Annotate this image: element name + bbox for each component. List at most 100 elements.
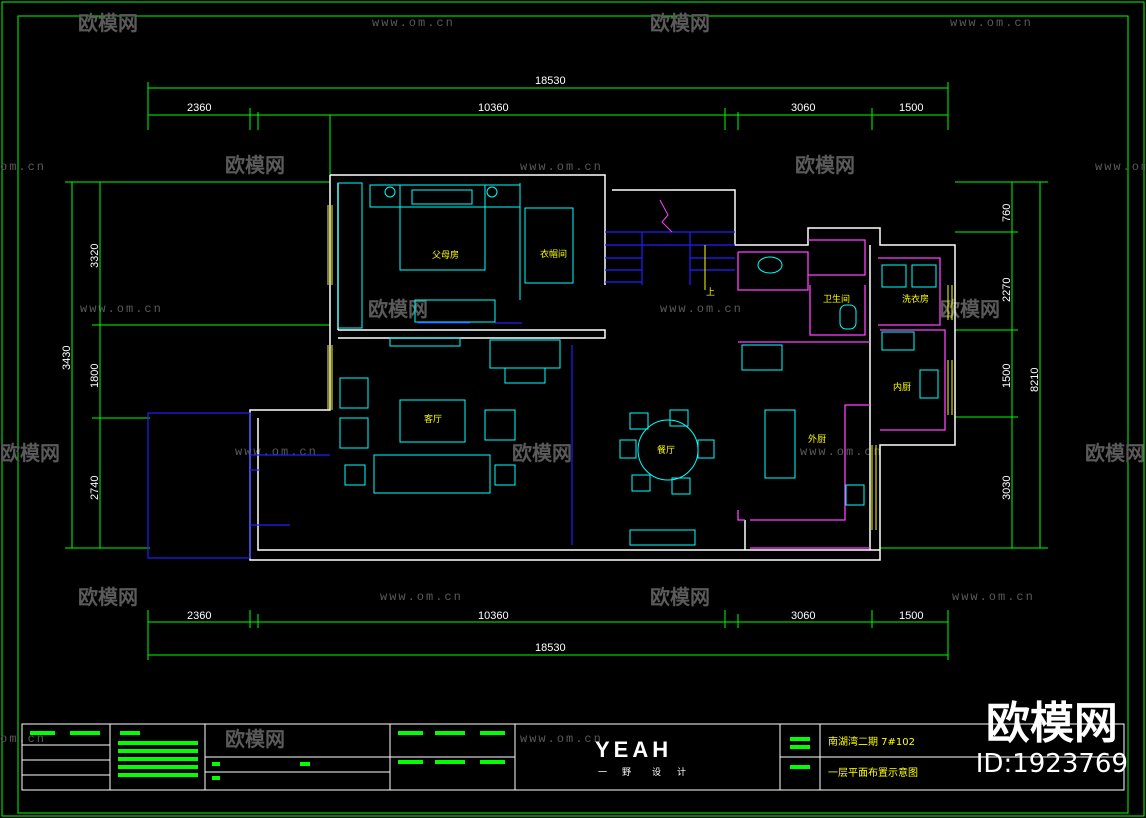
title-logo-sub: 一 <box>598 768 607 778</box>
pillows <box>411 189 473 205</box>
watermark-url: om.cn <box>0 160 46 174</box>
label-living-room: 客厅 <box>424 413 442 425</box>
dryer <box>911 264 937 288</box>
coffee-table <box>399 399 466 443</box>
watermark-brand: 欧模网 <box>795 153 855 177</box>
dim-bottom-seg: 3060 <box>791 610 815 622</box>
title-block <box>21 723 1125 791</box>
armchair <box>339 417 369 449</box>
dim-top-seg: 1500 <box>899 102 923 114</box>
dim-bottom-seg: 1500 <box>899 610 923 622</box>
dim-right-total: 8210 <box>1029 368 1041 392</box>
project-name: 南湖湾二期 7#102 <box>828 735 915 748</box>
label-dining-room: 餐厅 <box>657 444 675 456</box>
title-logo-sub: 计 <box>677 766 686 778</box>
cloakroom-shelf <box>524 207 574 284</box>
dim-bottom-total: 18530 <box>535 642 566 654</box>
dining-chair <box>631 474 651 492</box>
nightstand-lamp <box>384 186 396 198</box>
side-table <box>494 464 516 486</box>
fridge <box>741 344 783 371</box>
watermark-brand: 欧模网 <box>1085 441 1145 465</box>
wet-areas <box>737 239 946 549</box>
label-cloakroom: 衣帽间 <box>540 248 567 260</box>
watermark-brand: 欧模网 <box>940 297 1000 321</box>
inner-frame <box>17 15 1129 814</box>
watermark-brand: 欧模网 <box>368 297 428 321</box>
left-dimensions <box>65 181 330 549</box>
watermark-brand: 欧模网 <box>512 441 572 465</box>
watermark-url: www.om.cn <box>380 590 463 604</box>
top-dimensions <box>147 82 949 175</box>
label-bathroom: 卫生间 <box>823 293 850 305</box>
dim-top-seg: 10360 <box>478 102 509 114</box>
kitchen-sink <box>919 369 939 399</box>
toilet <box>839 304 857 330</box>
label-laundry: 洗衣房 <box>902 293 929 305</box>
windows <box>327 205 953 530</box>
piano <box>489 339 561 369</box>
label-inner-kitchen: 内厨 <box>893 381 911 393</box>
dim-left-seg: 3320 <box>89 244 101 268</box>
kitchen-island <box>764 409 796 479</box>
dining-chair <box>697 439 715 459</box>
armchair <box>339 377 369 409</box>
watermark-brand: 欧模网 <box>225 153 285 177</box>
tv-unit <box>389 337 461 347</box>
watermark-url: www.om.cn <box>520 732 603 746</box>
watermark-brand: 欧模网 <box>650 11 710 35</box>
side-chair <box>484 409 516 441</box>
side-table <box>344 464 366 486</box>
wardrobe <box>337 182 363 329</box>
label-outer-kitchen: 外厨 <box>808 433 826 445</box>
watermark-url: www.om.cn <box>372 16 455 30</box>
nightstand-lamp <box>486 186 498 198</box>
watermark-brand: 欧模网 <box>78 585 138 609</box>
bottom-dimensions <box>147 610 949 660</box>
title-logo-sub: 设 <box>652 767 661 778</box>
dim-bottom-seg: 2360 <box>187 610 211 622</box>
watermark-url: www.om.cn <box>80 302 163 316</box>
dim-top-total: 18530 <box>535 75 566 87</box>
stair-arrow <box>659 199 673 233</box>
watermark-url: www.om.cn <box>1095 160 1146 174</box>
walls <box>249 174 956 561</box>
label-parents-room: 父母房 <box>432 249 459 261</box>
dim-left-total: 3430 <box>61 346 73 370</box>
furniture <box>337 182 939 546</box>
dim-right-seg: 3030 <box>1001 476 1013 500</box>
watermark-brand: 欧模网 <box>0 441 60 465</box>
dining-chair <box>671 477 691 495</box>
brand-name: 欧模网 <box>985 698 1118 749</box>
dim-right-seg: 1500 <box>1001 364 1013 388</box>
dim-right-seg: 760 <box>1001 204 1013 222</box>
sofa <box>373 454 491 494</box>
dim-left-seg: 2740 <box>89 476 101 500</box>
label-stair-up: 上 <box>706 287 715 298</box>
dim-right-seg: 2270 <box>1001 278 1013 302</box>
watermark-url: www.om.cn <box>660 302 743 316</box>
watermark-url: www.om.cn <box>800 445 883 459</box>
stove <box>881 331 915 351</box>
dim-bottom-seg: 10360 <box>478 610 509 622</box>
dim-top-seg: 2360 <box>187 102 211 114</box>
watermark-url: www.om.cn <box>520 160 603 174</box>
stair-and-doors <box>147 231 735 559</box>
tv-cabinet <box>414 299 496 323</box>
right-dimensions <box>880 181 1048 549</box>
dining-chair <box>669 409 689 427</box>
dining-chair <box>629 412 649 430</box>
watermark-url: www.om.cn <box>950 16 1033 30</box>
dim-top-seg: 3060 <box>791 102 815 114</box>
washing-machine <box>881 264 907 288</box>
piano-bench <box>504 367 546 384</box>
watermark-url: www.om.cn <box>952 590 1035 604</box>
sink <box>845 484 865 506</box>
watermark-brand: 欧模网 <box>225 727 285 751</box>
dim-left-seg: 1800 <box>89 364 101 388</box>
watermark-brand: 欧模网 <box>78 11 138 35</box>
drawing-title: 一层平面布置示意图 <box>828 766 918 779</box>
model-id: ID:1923769 <box>975 749 1128 779</box>
